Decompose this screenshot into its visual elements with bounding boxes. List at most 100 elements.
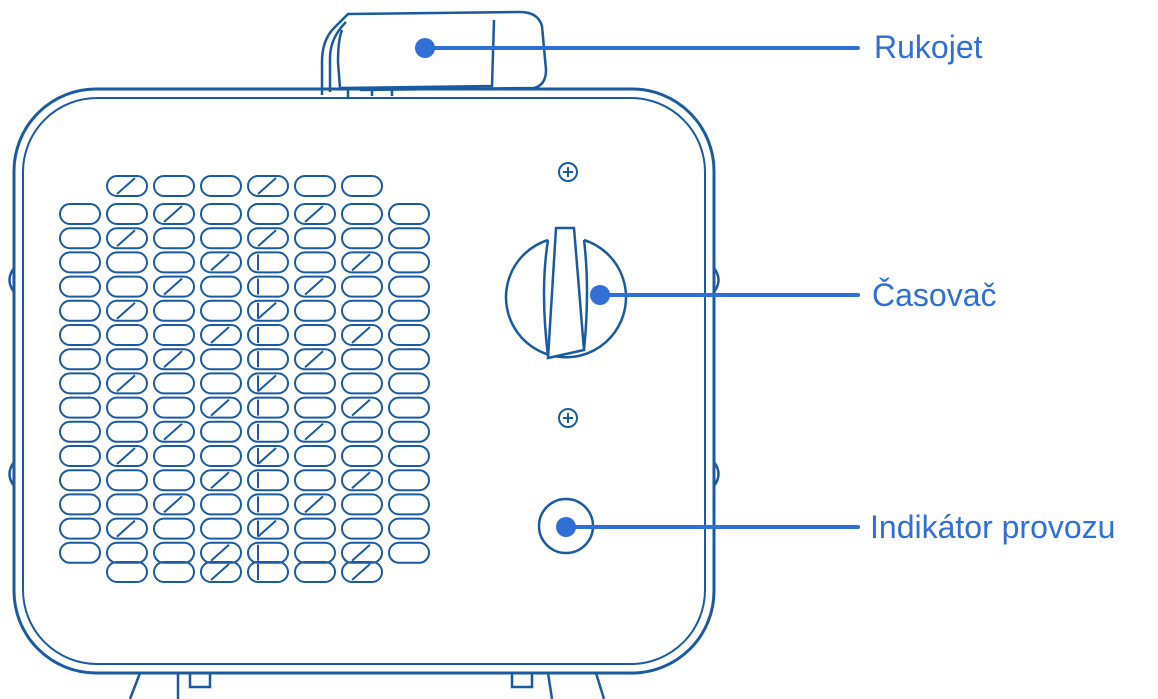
grille-slot bbox=[294, 275, 336, 298]
grille-slot bbox=[247, 251, 289, 274]
grille-slot bbox=[341, 299, 383, 322]
grille-slot bbox=[388, 469, 430, 492]
grille-slot bbox=[247, 396, 289, 419]
grille-slot bbox=[59, 227, 101, 250]
grille-slot bbox=[153, 299, 195, 322]
grille-slot bbox=[59, 203, 101, 225]
heating-element-line bbox=[351, 326, 371, 344]
heater-body bbox=[8, 87, 720, 675]
grille-slot bbox=[59, 251, 101, 274]
grille-slot bbox=[200, 420, 242, 443]
grille-slot bbox=[200, 175, 242, 197]
grille-slot bbox=[294, 372, 336, 395]
grille-slot bbox=[153, 227, 195, 250]
heating-element-line bbox=[351, 544, 371, 562]
grille-slot bbox=[247, 348, 289, 371]
grille-slot bbox=[59, 445, 101, 467]
screw-bottom-icon bbox=[558, 408, 578, 428]
heating-element-line bbox=[304, 205, 324, 223]
grille-slot bbox=[247, 203, 289, 225]
heating-element-line bbox=[210, 398, 230, 417]
grille-slot bbox=[388, 227, 430, 250]
heating-element-line bbox=[163, 350, 183, 368]
heating-element-line bbox=[210, 563, 230, 581]
grille-slot bbox=[200, 493, 242, 516]
grille-slot bbox=[153, 251, 195, 274]
grille-slot bbox=[200, 372, 242, 395]
grille-slot bbox=[106, 541, 148, 564]
grille-slot bbox=[59, 299, 101, 322]
grille-slot bbox=[200, 275, 242, 298]
grille-slot bbox=[341, 493, 383, 516]
grille-slot bbox=[106, 420, 148, 443]
grille-slot bbox=[59, 324, 101, 346]
grille-slot bbox=[106, 299, 148, 322]
heating-element-line bbox=[351, 398, 371, 417]
grille-slot bbox=[341, 445, 383, 467]
grille-slot bbox=[388, 299, 430, 322]
grille-slot bbox=[294, 175, 336, 197]
grille-slot bbox=[59, 372, 101, 395]
grille-slot bbox=[200, 203, 242, 225]
grille-slot bbox=[59, 348, 101, 371]
grille-slot bbox=[388, 541, 430, 564]
heating-element-line bbox=[257, 177, 277, 195]
grille-slot bbox=[294, 203, 336, 225]
grille-slot bbox=[59, 275, 101, 298]
grille-slot bbox=[247, 541, 289, 564]
grille-slot bbox=[106, 203, 148, 225]
timer-knob[interactable] bbox=[504, 226, 628, 360]
heating-element-line bbox=[304, 423, 324, 441]
grille-slot bbox=[153, 445, 195, 467]
grille-slot bbox=[388, 324, 430, 346]
heating-element-line bbox=[163, 277, 183, 296]
grille-slot bbox=[247, 275, 289, 298]
grille-slot bbox=[153, 372, 195, 395]
grille-slot bbox=[153, 175, 195, 197]
grille-slot bbox=[247, 445, 289, 467]
grille-slot bbox=[341, 251, 383, 274]
grille-slot bbox=[341, 275, 383, 298]
indicator-dot bbox=[556, 517, 576, 537]
grille-slot bbox=[294, 561, 336, 583]
grille-slot bbox=[153, 469, 195, 492]
grille-slot bbox=[294, 348, 336, 371]
grille-slot bbox=[200, 251, 242, 274]
heating-element-line bbox=[351, 253, 371, 272]
callout-lines bbox=[423, 46, 860, 529]
grille-slot bbox=[200, 396, 242, 419]
grille-slot bbox=[59, 493, 101, 516]
heating-element-line bbox=[116, 447, 136, 465]
grille-slot bbox=[247, 493, 289, 516]
grille-slot bbox=[106, 348, 148, 371]
grille-slot bbox=[200, 469, 242, 492]
heating-element-line bbox=[116, 177, 136, 195]
grille-slot bbox=[294, 420, 336, 443]
label-handle: Rukojet bbox=[874, 29, 983, 65]
grille-slot bbox=[341, 175, 383, 197]
callout-dots bbox=[415, 38, 610, 537]
grille-slot bbox=[106, 445, 148, 467]
grille-slot bbox=[294, 517, 336, 540]
heating-element-line bbox=[257, 302, 277, 320]
grille-slot bbox=[106, 275, 148, 298]
grille-slot bbox=[341, 396, 383, 419]
handle bbox=[320, 10, 548, 98]
grille-slot bbox=[294, 445, 336, 467]
grille-slot bbox=[106, 324, 148, 346]
grille-slot bbox=[341, 420, 383, 443]
grille-slot bbox=[106, 561, 148, 583]
grille-slot bbox=[341, 372, 383, 395]
grille-slot bbox=[388, 517, 430, 540]
grille-slot bbox=[247, 175, 289, 197]
grille-slot bbox=[341, 517, 383, 540]
grille-slot bbox=[59, 517, 101, 540]
grille-slot bbox=[247, 517, 289, 540]
grille-slot bbox=[341, 561, 383, 583]
grille-slot bbox=[388, 372, 430, 395]
grille bbox=[59, 175, 430, 583]
grille-slot bbox=[247, 469, 289, 492]
grille-slot bbox=[294, 324, 336, 346]
grille-slot bbox=[388, 396, 430, 419]
